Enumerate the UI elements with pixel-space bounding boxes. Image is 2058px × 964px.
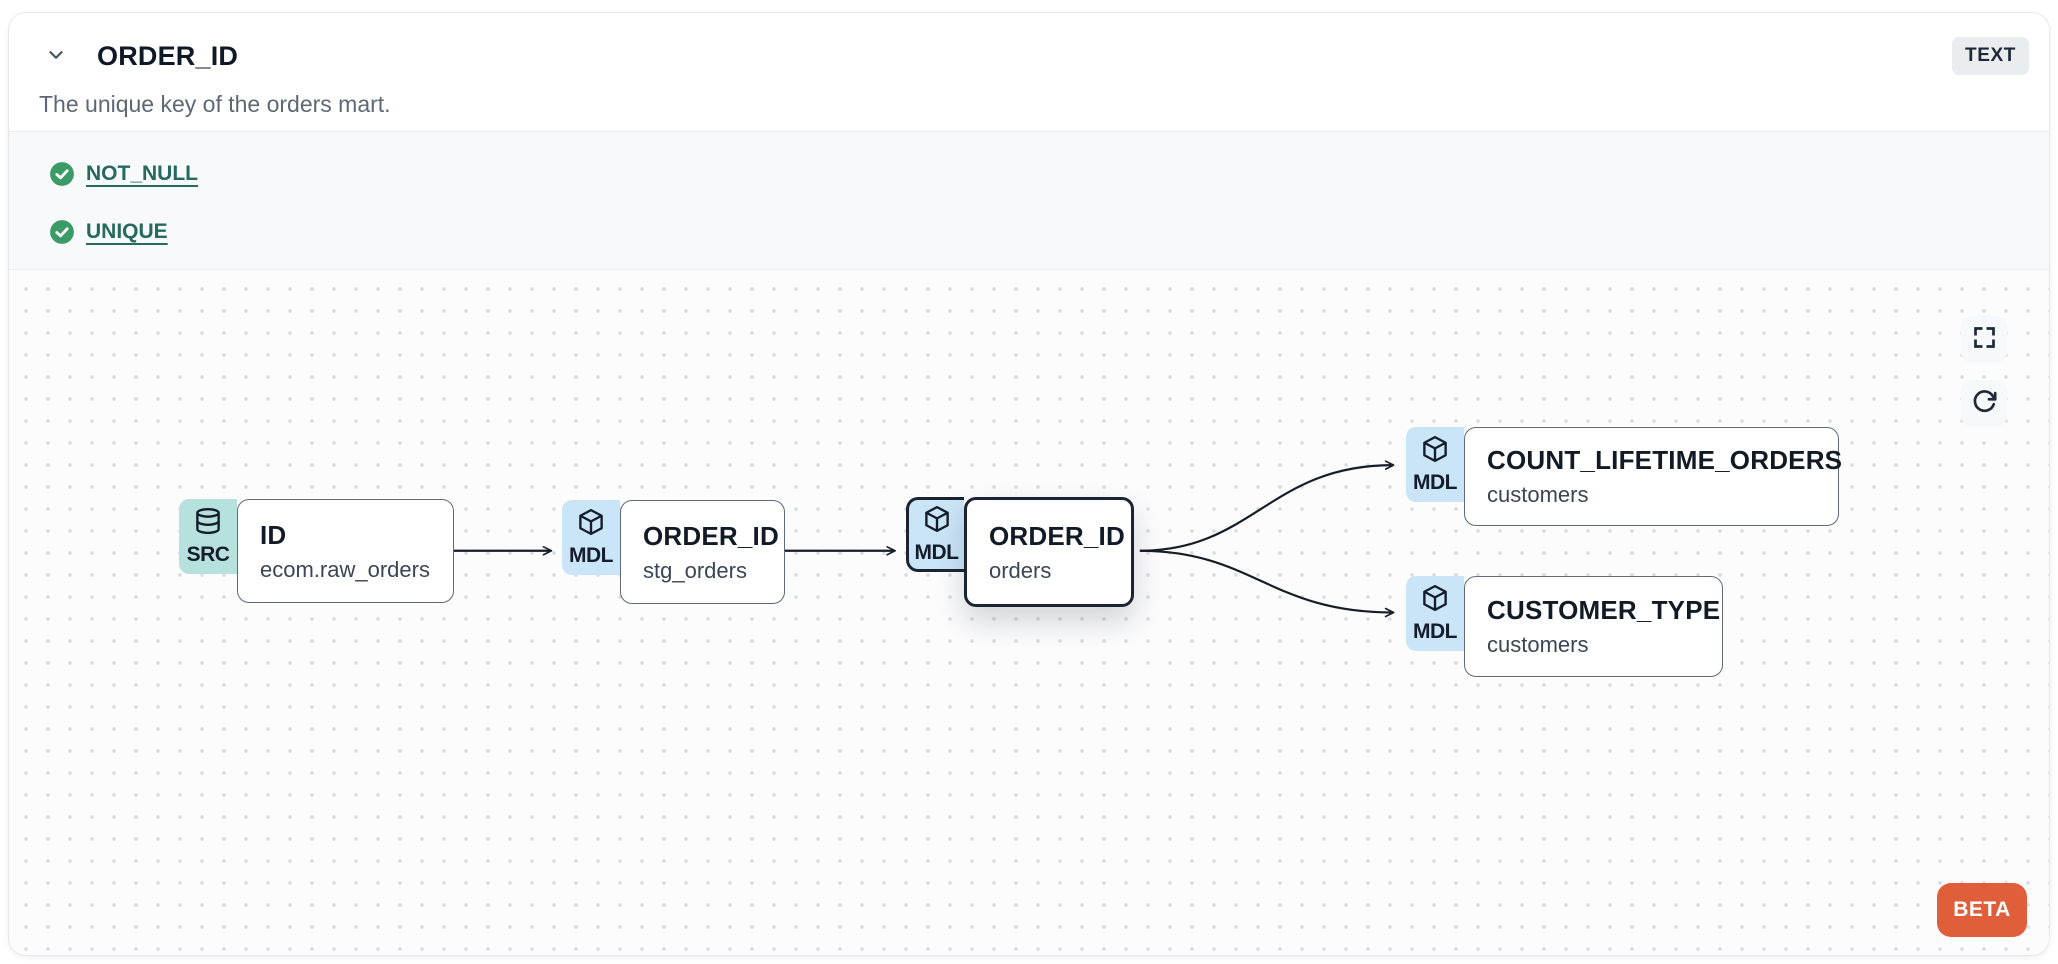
node-column-name: ID [260,519,287,550]
check-circle-icon [49,219,75,245]
lineage-node-count-lifetime-orders[interactable]: MDL COUNT_LIFETIME_ORDERS customers [1406,427,1843,526]
node-type-badge: MDL [562,500,620,575]
column-title: ORDER_ID [97,40,239,71]
node-type-label: MDL [569,544,614,567]
cube-icon [922,504,952,539]
node-type-label: MDL [914,541,960,564]
node-model-name: customers [1487,632,1589,657]
collapse-button[interactable] [39,39,73,73]
fullscreen-icon [1971,324,1998,354]
test-row: UNIQUE [49,218,2019,246]
column-description: The unique key of the orders mart. [39,91,391,117]
node-type-badge: MDL [1406,576,1464,651]
node-model-name: ecom.raw_orders [260,556,430,582]
test-link-unique[interactable]: UNIQUE [86,220,168,243]
fullscreen-button[interactable] [1961,316,2007,362]
node-type-label: SRC [186,543,230,566]
test-link-not-null[interactable]: NOT_NULL [86,162,198,185]
node-model-name: customers [1487,482,1589,507]
data-type-badge: TEXT [1952,37,2029,75]
node-column-name: CUSTOMER_TYPE [1487,595,1721,625]
node-type-badge: MDL [906,497,964,572]
check-circle-icon [49,161,75,187]
cube-icon [576,507,606,542]
refresh-button[interactable] [1961,380,2007,426]
header: ORDER_ID TEXT The unique key of the orde… [9,13,2049,131]
node-type-label: MDL [1413,620,1458,643]
beta-badge-button[interactable]: BETA [1937,883,2027,937]
node-column-name: COUNT_LIFETIME_ORDERS [1487,445,1843,475]
node-column-name: ORDER_ID [643,520,779,551]
node-column-name: ORDER_ID [989,520,1125,551]
cube-icon [1420,434,1450,469]
lineage-node-stg-orders[interactable]: MDL ORDER_ID stg_orders [562,500,785,604]
node-type-label: MDL [1413,471,1458,494]
lineage-canvas[interactable]: SRC ID ecom.raw_orders MDL ORDER_ID stg_… [9,269,2049,955]
database-icon [193,506,223,541]
lineage-node-source[interactable]: SRC ID ecom.raw_orders [179,499,454,603]
tests-section: NOT_NULL UNIQUE [9,131,2049,269]
node-model-name: orders [989,557,1052,583]
lineage-node-orders-selected[interactable]: MDL ORDER_ID orders [906,497,1134,607]
refresh-icon [1971,388,1998,418]
cube-icon [1420,583,1450,618]
lineage-edges [452,460,1395,618]
chevron-down-icon [45,44,67,69]
node-type-badge: SRC [179,499,237,574]
node-type-badge: MDL [1406,427,1464,502]
node-model-name: stg_orders [643,557,747,583]
column-details-card: ORDER_ID TEXT The unique key of the orde… [8,12,2050,956]
lineage-node-customer-type[interactable]: MDL CUSTOMER_TYPE customers [1406,576,1723,677]
test-row: NOT_NULL [49,160,2019,188]
